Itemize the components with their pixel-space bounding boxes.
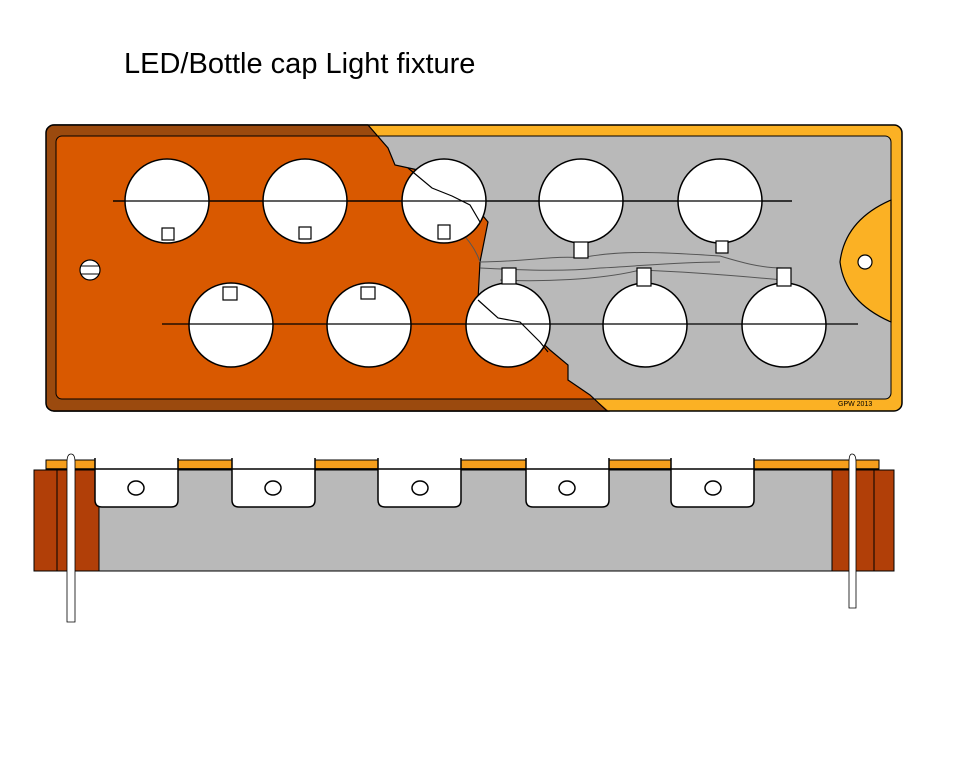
- hanger-rod-left: [66, 453, 76, 623]
- led: [360, 286, 376, 300]
- led: [776, 267, 792, 287]
- diagram-title: LED/Bottle cap Light fixture: [124, 48, 476, 80]
- screw-icon: [79, 259, 101, 281]
- bottle-cap: [188, 282, 274, 368]
- led: [501, 267, 517, 285]
- end-block-right-outer: [873, 469, 895, 572]
- top-view: GPW 2013: [45, 124, 903, 412]
- bottle-cap: [326, 282, 412, 368]
- end-block-left: [56, 469, 100, 572]
- side-caps: [94, 458, 755, 508]
- led-row-2: [222, 267, 792, 301]
- led: [298, 226, 312, 240]
- credit-label: GPW 2013: [838, 401, 872, 408]
- bottle-cap: [465, 282, 551, 368]
- bottle-cap: [602, 282, 688, 368]
- side-view: [33, 453, 895, 623]
- side-cap: [231, 458, 316, 508]
- bottle-cap-row-2: [188, 282, 827, 368]
- bottle-cap: [741, 282, 827, 368]
- tear-line: [367, 124, 608, 412]
- mount-hole-right: [857, 254, 873, 270]
- led: [437, 224, 451, 240]
- led: [161, 227, 175, 241]
- side-cap: [670, 458, 755, 508]
- side-cap: [525, 458, 610, 508]
- led: [573, 241, 589, 259]
- hanger-rod-right: [848, 453, 857, 609]
- end-block-left-outer: [33, 469, 58, 572]
- led: [636, 267, 652, 287]
- led: [222, 286, 238, 301]
- led-row-1: [161, 224, 729, 259]
- side-cap: [377, 458, 462, 508]
- led: [715, 240, 729, 254]
- side-cap: [94, 458, 179, 508]
